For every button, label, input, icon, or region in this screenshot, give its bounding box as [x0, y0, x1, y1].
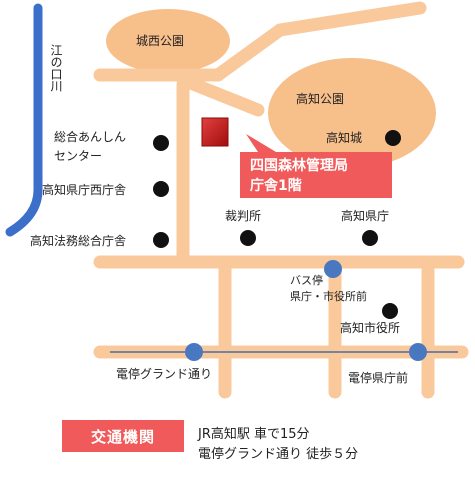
- river-label: 江の口川: [49, 44, 63, 92]
- office-callout: [240, 152, 392, 198]
- castle-dot: [385, 130, 401, 146]
- office-floor: 庁舎1階: [250, 177, 302, 194]
- pref-west-label: 高知県庁西庁舎: [42, 182, 126, 197]
- court-label: 裁判所: [225, 209, 261, 223]
- pref-office-label: 高知県庁: [341, 208, 389, 223]
- park-kochi: [268, 58, 436, 168]
- law-office-label: 高知法務総合庁舎: [30, 233, 126, 248]
- welfare-label-1: 総合あんしん: [54, 129, 126, 144]
- castle-label: 高知城: [326, 130, 362, 145]
- tram-pref-label: 電停県庁前: [348, 370, 408, 385]
- pref-west-dot: [153, 181, 169, 197]
- roads: [93, 1, 469, 399]
- park-kochi-label: 高知公園: [296, 91, 344, 106]
- office-marker: [201, 117, 229, 147]
- river: [5, 3, 43, 237]
- bus-stop-label-1: バス停: [290, 273, 323, 287]
- tram-stop-pref-icon: [409, 343, 427, 361]
- access-badge: 交通機関: [62, 420, 184, 452]
- city-hall-label: 高知市役所: [340, 320, 400, 335]
- bus-stop-label-2: 県庁・市役所前: [290, 289, 367, 303]
- welfare-label-2: センター: [54, 149, 102, 163]
- office-name: 四国森林管理局: [250, 157, 348, 174]
- welfare-dot: [153, 135, 169, 151]
- tram-grand-label: 電停グランド通り: [116, 366, 212, 381]
- court-dot: [240, 230, 256, 246]
- park-west-label: 城西公園: [136, 34, 184, 48]
- pref-office-dot: [362, 230, 378, 246]
- city-hall-dot: [382, 303, 398, 319]
- access-line-1: JR高知駅 車で15分: [198, 427, 310, 442]
- law-office-dot: [153, 232, 169, 248]
- access-line-2: 電停グランド通り 徒歩５分: [198, 447, 359, 462]
- park-west: [106, 9, 230, 73]
- landmark-dots: [153, 130, 401, 319]
- bus-stop-icon: [324, 260, 342, 278]
- tram-stop-grand-icon: [185, 343, 203, 361]
- office-callout-pointer: [246, 134, 276, 152]
